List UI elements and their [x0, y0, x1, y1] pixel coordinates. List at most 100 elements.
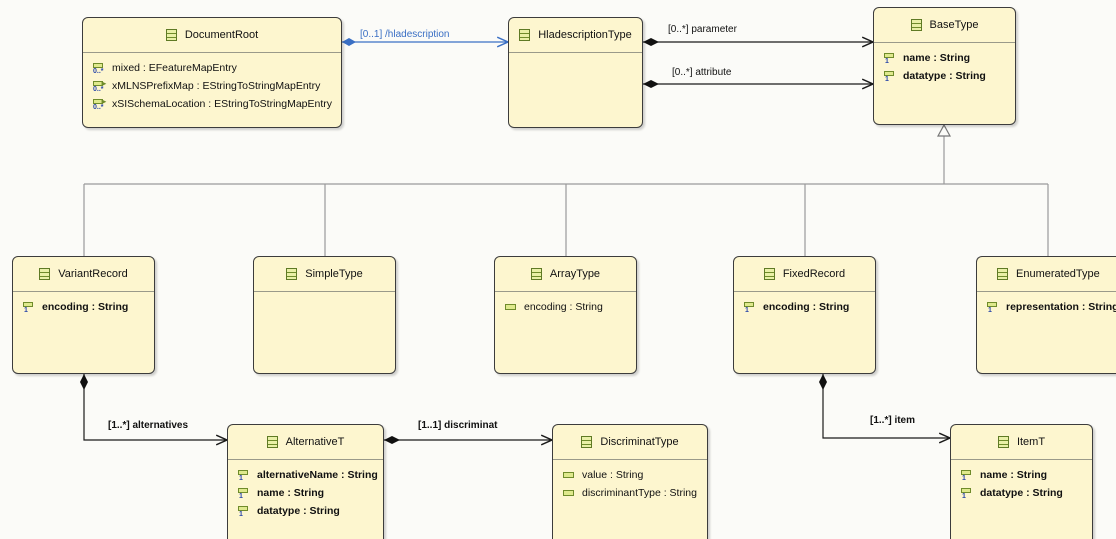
- edge-attribute[interactable]: [643, 80, 873, 88]
- class-title: ItemT: [1016, 436, 1046, 448]
- class-title: DocumentRoot: [184, 29, 259, 41]
- class-title: DiscriminatType: [600, 436, 679, 448]
- label-alternatives: [1..*] alternatives: [108, 420, 189, 431]
- attribute-list: 0..*mixed : EFeatureMapEntry►0..*xMLNSPr…: [83, 53, 341, 113]
- attribute-row[interactable]: encoding : String: [504, 298, 636, 316]
- class-title: FixedRecord: [782, 268, 846, 280]
- class-title: AlternativeT: [285, 436, 345, 448]
- class-icon: [286, 268, 298, 280]
- attribute-row[interactable]: 1 name : String: [883, 49, 1015, 67]
- required-attribute-icon: 1: [22, 301, 36, 314]
- class-enumerated-type[interactable]: EnumeratedType 1 representation : String: [976, 256, 1116, 374]
- label-item: [1..*] item: [870, 415, 916, 426]
- class-icon: [165, 29, 177, 41]
- many-attribute-icon: 0..*: [92, 62, 106, 75]
- class-title: SimpleType: [305, 268, 363, 280]
- class-header: DiscriminatType: [553, 425, 707, 460]
- label-discriminat: [1..1] discriminat: [418, 420, 498, 431]
- label-parameter: [0..*] parameter: [668, 24, 737, 35]
- edge-inheritance[interactable]: [83, 123, 1049, 256]
- required-attribute-icon: 1: [883, 52, 897, 65]
- edge-alternatives[interactable]: [80, 374, 227, 440]
- attribute-label: xSISchemaLocation : EStringToStringMapEn…: [112, 98, 333, 110]
- class-icon: [530, 268, 542, 280]
- many-reference-icon: ►0..*: [93, 79, 108, 93]
- class-icon: [910, 19, 922, 31]
- class-header: ItemT: [951, 425, 1092, 460]
- optional-attribute-icon: [504, 301, 518, 313]
- class-header: HladescriptionType: [509, 18, 642, 53]
- label-hladescription: [0..1] /hladescription: [360, 29, 450, 40]
- required-attribute-icon: 1: [986, 301, 1000, 314]
- many-reference-icon: ►0..*: [93, 97, 108, 111]
- attribute-row[interactable]: discriminantType : String: [562, 484, 707, 502]
- class-header: FixedRecord: [734, 257, 875, 292]
- class-simple-type[interactable]: SimpleType: [253, 256, 396, 374]
- class-title: VariantRecord: [58, 268, 128, 280]
- class-array-type[interactable]: ArrayType encoding : String: [494, 256, 637, 374]
- class-hladescription-type[interactable]: HladescriptionType: [508, 17, 643, 128]
- attribute-row[interactable]: 1 representation : String: [986, 298, 1116, 316]
- class-document-root[interactable]: DocumentRoot 0..*mixed : EFeatureMapEntr…: [82, 17, 342, 128]
- class-icon: [763, 268, 775, 280]
- edge-item[interactable]: [819, 374, 950, 438]
- class-icon: [997, 436, 1009, 448]
- class-header: DocumentRoot: [83, 18, 341, 53]
- attribute-list: 1 encoding : String: [13, 292, 154, 316]
- attribute-row[interactable]: 0..*mixed : EFeatureMapEntry: [92, 59, 341, 77]
- attribute-label: representation : String: [1006, 301, 1116, 313]
- attribute-label: name : String: [903, 52, 971, 64]
- class-header: ArrayType: [495, 257, 636, 292]
- class-icon: [997, 268, 1008, 280]
- required-attribute-icon: 1: [237, 505, 251, 518]
- class-icon: [519, 29, 531, 41]
- attribute-label: encoding : String: [42, 301, 129, 313]
- class-title: HladescriptionType: [538, 29, 632, 41]
- required-attribute-icon: 1: [743, 301, 757, 314]
- label-attribute: [0..*] attribute: [672, 67, 732, 78]
- class-title: EnumeratedType: [1016, 268, 1100, 280]
- class-variant-record[interactable]: VariantRecord 1 encoding : String: [12, 256, 155, 374]
- required-attribute-icon: 1: [960, 469, 974, 482]
- optional-attribute-icon: [562, 487, 576, 499]
- attribute-row[interactable]: ►0..* xSISchemaLocation : EStringToString…: [92, 95, 341, 113]
- attribute-row[interactable]: 1 name : String: [960, 466, 1092, 484]
- class-title: BaseType: [929, 19, 979, 31]
- attribute-label: name : String: [980, 469, 1048, 481]
- attribute-row[interactable]: 1 encoding : String: [22, 298, 154, 316]
- attribute-row[interactable]: value : String: [562, 466, 707, 484]
- class-header: BaseType: [874, 8, 1015, 43]
- edge-hladescription[interactable]: [342, 38, 508, 46]
- attribute-label: encoding : String: [524, 301, 603, 313]
- class-icon: [581, 436, 593, 448]
- edge-parameter[interactable]: [643, 38, 873, 46]
- attribute-list: 1 representation : String: [977, 292, 1116, 316]
- attribute-row[interactable]: 1 datatype : String: [237, 502, 383, 520]
- class-icon: [266, 436, 278, 448]
- required-attribute-icon: 1: [960, 487, 974, 500]
- attribute-label: datatype : String: [257, 505, 340, 517]
- edge-discriminat[interactable]: [384, 436, 552, 444]
- class-header: SimpleType: [254, 257, 395, 292]
- attribute-row[interactable]: ►0..*xMLNSPrefixMap : EStringToStringMap…: [92, 77, 341, 95]
- class-header: EnumeratedType: [977, 257, 1116, 292]
- attribute-list: encoding : String: [495, 292, 636, 316]
- class-header: AlternativeT: [228, 425, 383, 460]
- class-icon: [39, 268, 51, 280]
